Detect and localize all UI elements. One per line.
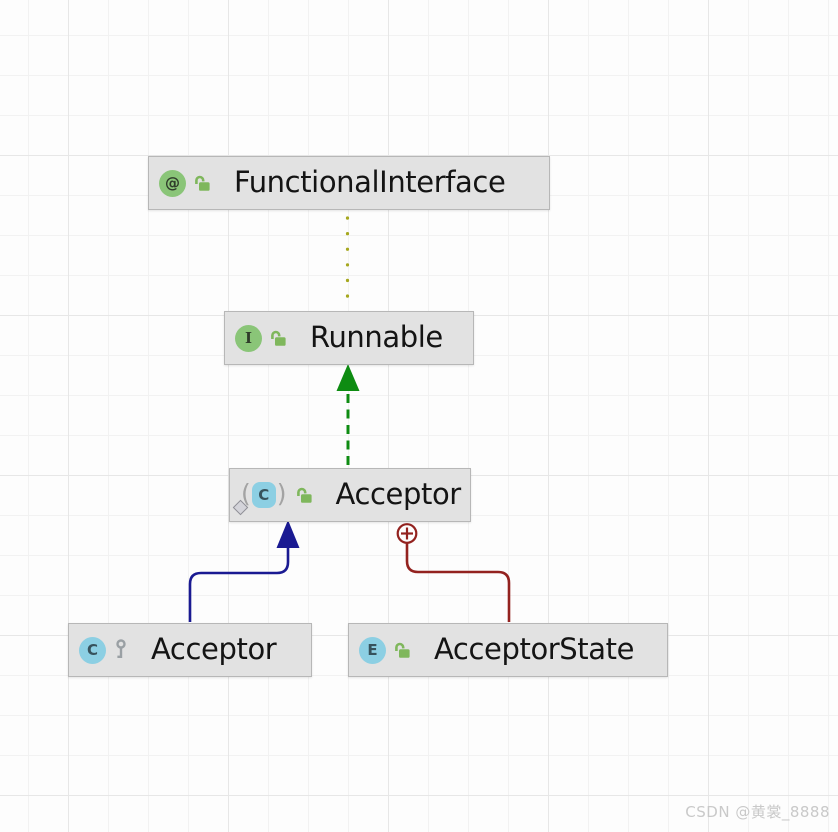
package-private-key-icon xyxy=(116,639,126,658)
class-name: Acceptor xyxy=(151,631,277,666)
annotation-icon: @ xyxy=(159,169,186,197)
interface-icon: I xyxy=(235,324,262,352)
public-lock-icon xyxy=(195,175,210,191)
class-icon-decorated: ( C ) xyxy=(232,478,288,515)
class-name: FunctionalInterface xyxy=(234,164,506,199)
public-lock-icon xyxy=(395,642,410,658)
csdn-watermark: CSDN @黄裳_8888 xyxy=(685,803,830,821)
public-lock-icon xyxy=(296,487,312,503)
class-node-acceptor-state[interactable]: E AcceptorState xyxy=(348,623,668,677)
edge-inner-class[interactable] xyxy=(396,523,511,622)
paren-close: ) xyxy=(276,478,287,508)
public-lock-icon xyxy=(271,330,286,346)
edge-extends-arrow[interactable] xyxy=(188,520,300,622)
class-name: Runnable xyxy=(310,319,443,354)
class-name: AcceptorState xyxy=(434,631,635,666)
class-node-acceptor-child[interactable]: C Acceptor xyxy=(68,623,312,677)
class-icon: C xyxy=(79,636,106,664)
class-icon: C xyxy=(251,482,276,508)
paren-open: ( xyxy=(241,478,251,508)
edge-implements-arrow[interactable] xyxy=(336,364,360,467)
class-node-functional-interface[interactable]: @ FunctionalInterface xyxy=(148,156,550,210)
class-node-runnable[interactable]: I Runnable xyxy=(224,311,474,365)
class-node-acceptor-main[interactable]: ( C ) Acceptor xyxy=(229,468,471,522)
class-name: Acceptor xyxy=(335,476,462,511)
enum-icon: E xyxy=(359,636,386,664)
inner-class-plus-icon[interactable] xyxy=(396,523,418,544)
